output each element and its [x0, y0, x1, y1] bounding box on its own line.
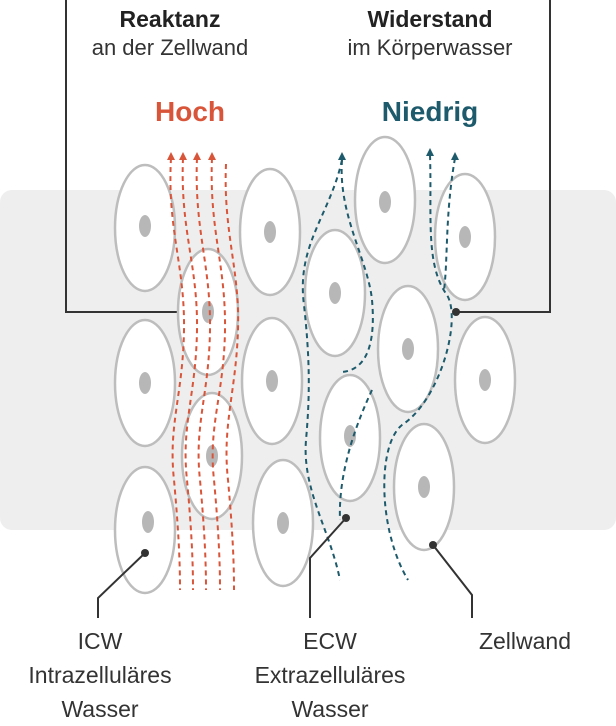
cell — [376, 284, 440, 414]
icw-line3: Wasser — [61, 696, 139, 722]
leader-wall — [429, 541, 473, 618]
cells — [113, 135, 517, 595]
level-low: Niedrig — [381, 96, 479, 127]
icw-path — [210, 157, 227, 591]
cell — [251, 458, 315, 588]
cell — [433, 172, 497, 302]
ecw-path — [443, 157, 456, 291]
cell — [353, 135, 417, 265]
icw-line2: Intrazelluläres — [28, 662, 172, 688]
ecw-line2: Extrazelluläres — [254, 662, 406, 688]
ecw-line3: Wasser — [291, 696, 369, 722]
icw-abbr: ICW — [77, 628, 123, 654]
cell-wall-label: Zellwand — [478, 628, 572, 654]
reactance-title: Reaktanz — [119, 6, 221, 32]
icw-current-paths — [169, 157, 240, 591]
icw-path — [169, 157, 186, 591]
ecw-arrowheads — [338, 148, 459, 160]
cell — [113, 163, 177, 293]
cell — [240, 316, 304, 446]
icw-arrowheads — [167, 152, 216, 160]
ecw-path — [301, 159, 343, 581]
header-bracket-right — [452, 0, 551, 316]
icw-path — [195, 157, 212, 591]
leader-icw — [97, 549, 149, 618]
cell — [392, 422, 456, 552]
ecw-current-paths — [301, 154, 456, 581]
level-high: Hoch — [155, 96, 225, 127]
ecw-path — [383, 154, 453, 581]
cell — [453, 315, 517, 445]
reactance-subtitle: an der Zellwand — [91, 35, 249, 60]
resistance-title: Widerstand — [367, 6, 493, 32]
ecw-path — [340, 159, 374, 373]
leader-ecw — [309, 514, 350, 618]
cell — [238, 167, 302, 297]
ecw-caption: ECW Extrazelluläres Wasser — [220, 624, 440, 726]
cell-wall-caption: Zellwand — [440, 624, 610, 658]
cell — [113, 318, 177, 448]
icw-caption: ICW Intrazelluläres Wasser — [0, 624, 200, 726]
icw-path — [181, 157, 199, 591]
ecw-abbr: ECW — [303, 628, 357, 654]
resistance-subtitle: im Körperwasser — [347, 35, 513, 60]
cell — [303, 228, 367, 358]
icw-path — [224, 163, 240, 591]
ecw-path — [338, 389, 373, 521]
cell — [113, 465, 177, 595]
